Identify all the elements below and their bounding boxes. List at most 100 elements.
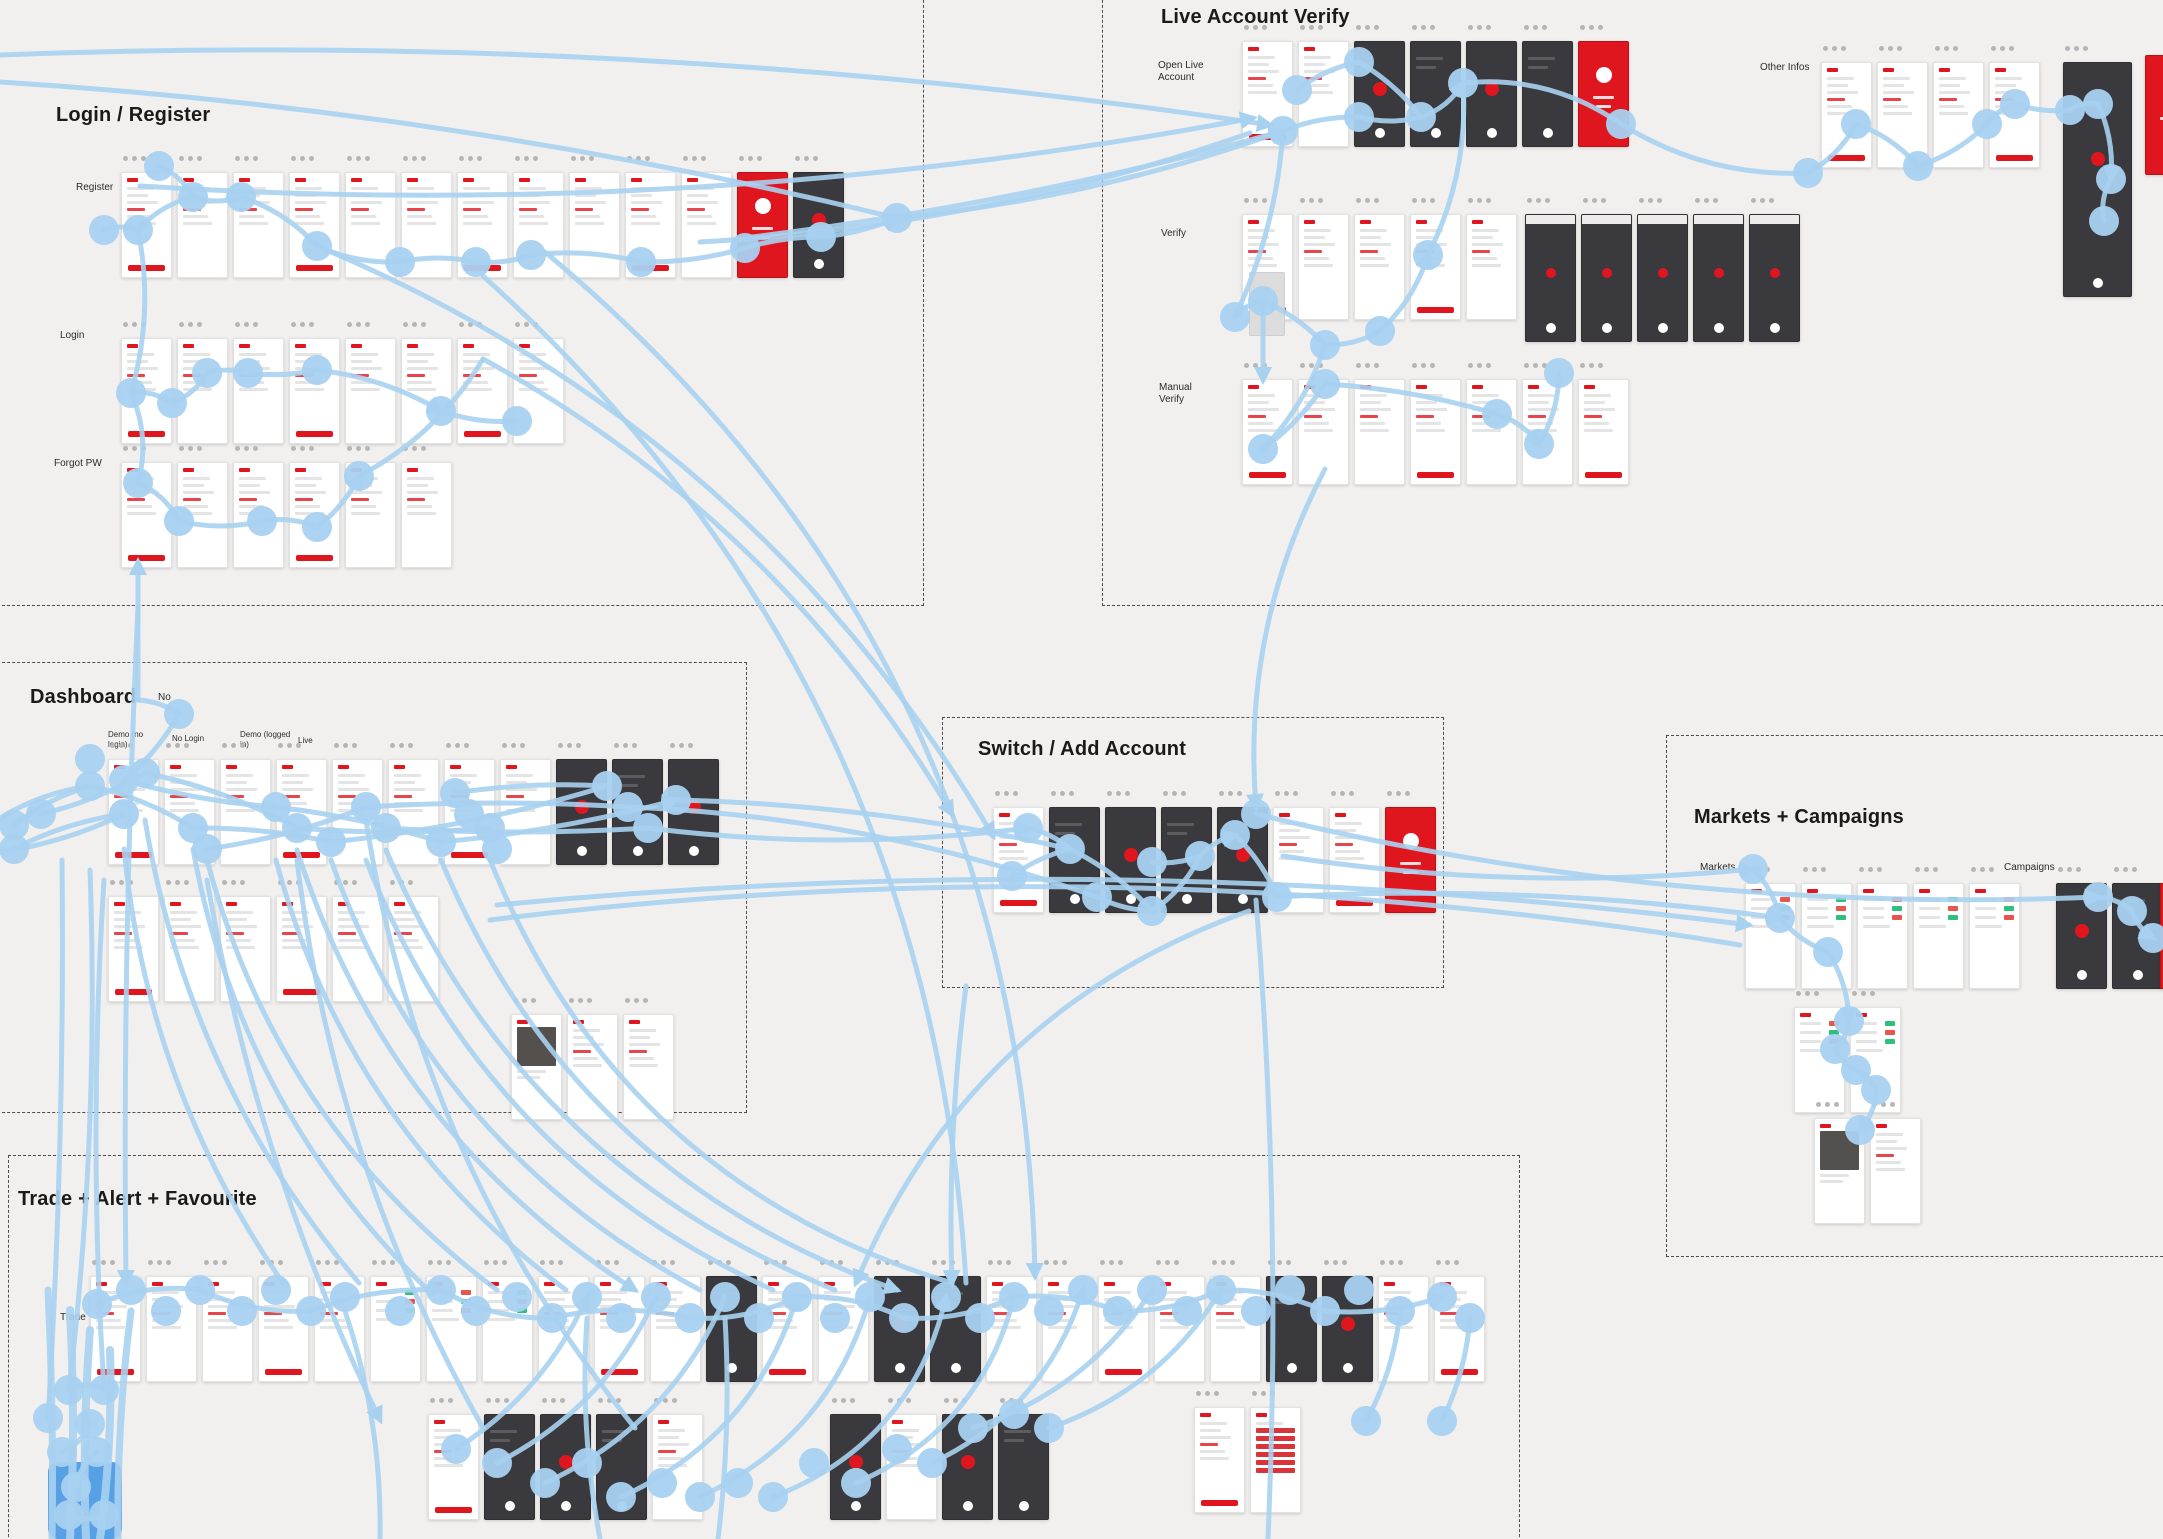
screen-thumbnail-other-infos-dark-0[interactable] [2063, 62, 2132, 297]
screen-thumbnail-open-live-row-2[interactable] [1354, 41, 1405, 147]
screen-thumbnail-dashboard-row-1-1[interactable] [164, 759, 215, 865]
screen-thumbnail-register-row-6[interactable] [457, 172, 508, 278]
screen-thumbnail-trade-row-1-9[interactable] [594, 1276, 645, 1382]
screen-thumbnail-register-row-2[interactable] [233, 172, 284, 278]
screen-thumbnail-dashboard-row-1-3[interactable] [276, 759, 327, 865]
screen-thumbnail-verify-light-row-4[interactable] [1466, 214, 1517, 320]
screen-thumbnail-dashboard-row-2-5[interactable] [388, 896, 439, 1002]
screen-thumbnail-markets-col-2-0[interactable] [1794, 1007, 1845, 1113]
screen-thumbnail-forgot-row-5[interactable] [401, 462, 452, 568]
screen-thumbnail-trade-row-2b-2[interactable] [942, 1414, 993, 1520]
screen-thumbnail-verify-dark-row-1[interactable] [1581, 214, 1632, 342]
screen-thumbnail-manual-verify-row-5[interactable] [1522, 379, 1573, 485]
screen-thumbnail-dashboard-row-1-9[interactable] [612, 759, 663, 865]
screen-thumbnail-trade-row-1-18[interactable] [1098, 1276, 1149, 1382]
screen-thumbnail-markets-col-3-1[interactable] [1870, 1118, 1921, 1224]
screen-thumbnail-register-row-12[interactable] [793, 172, 844, 278]
screen-thumbnail-open-live-row-5[interactable] [1522, 41, 1573, 147]
screen-thumbnail-trade-row-1-12[interactable] [762, 1276, 813, 1382]
screen-thumbnail-dashboard-row-1-4[interactable] [332, 759, 383, 865]
screen-thumbnail-open-live-row-3[interactable] [1410, 41, 1461, 147]
screen-thumbnail-trade-row-2a-2[interactable] [540, 1414, 591, 1520]
screen-thumbnail-trade-row-1-5[interactable] [370, 1276, 421, 1382]
screen-thumbnail-open-live-row-0[interactable] [1242, 41, 1293, 147]
screen-thumbnail-verify-light-row-1[interactable] [1298, 214, 1349, 320]
screen-thumbnail-manual-verify-row-6[interactable] [1578, 379, 1629, 485]
screen-thumbnail-trade-row-1-24[interactable] [1434, 1276, 1485, 1382]
screen-thumbnail-other-infos-row-0[interactable] [1821, 62, 1872, 168]
screen-thumbnail-register-row-0[interactable] [121, 172, 172, 278]
screen-thumbnail-switch-row-4[interactable] [1217, 807, 1268, 913]
frame-label-live-account-verify-3[interactable]: Manual Verify [1159, 382, 1192, 405]
screen-thumbnail-forgot-row-1[interactable] [177, 462, 228, 568]
screen-thumbnail-manual-verify-row-0[interactable] [1242, 379, 1293, 485]
screen-thumbnail-trade-row-1-1[interactable] [146, 1276, 197, 1382]
screen-thumbnail-markets-row-4[interactable] [1969, 883, 2020, 989]
screen-thumbnail-open-live-row-6[interactable] [1578, 41, 1629, 147]
screen-thumbnail-forgot-row-0[interactable] [121, 462, 172, 568]
screen-thumbnail-dashboard-row-1-6[interactable] [444, 759, 495, 865]
screen-thumbnail-switch-row-6[interactable] [1329, 807, 1380, 913]
screen-thumbnail-dashboard-row-2-0[interactable] [108, 896, 159, 1002]
section-title-live-account-verify[interactable]: Live Account Verify [1161, 6, 1350, 28]
screen-thumbnail-manual-verify-row-2[interactable] [1354, 379, 1405, 485]
screen-thumbnail-markets-row-2[interactable] [1857, 883, 1908, 989]
screen-thumbnail-dashboard-row-1-8[interactable] [556, 759, 607, 865]
screen-thumbnail-trade-row-2b-3[interactable] [998, 1414, 1049, 1520]
screen-thumbnail-campaigns-row-0[interactable] [2056, 883, 2107, 989]
section-title-dashboard[interactable]: Dashboard [30, 686, 137, 708]
screen-thumbnail-switch-row-7[interactable] [1385, 807, 1436, 913]
screen-thumbnail-register-row-3[interactable] [289, 172, 340, 278]
screen-thumbnail-markets-col-3-0[interactable] [1814, 1118, 1865, 1224]
screen-thumbnail-markets-row-3[interactable] [1913, 883, 1964, 989]
screen-thumbnail-verify-dark-row-0[interactable] [1525, 214, 1576, 342]
screen-thumbnail-trade-row-1-6[interactable] [426, 1276, 477, 1382]
screen-thumbnail-trade-row-1-16[interactable] [986, 1276, 1037, 1382]
screen-thumbnail-markets-row-0[interactable] [1745, 883, 1796, 989]
screen-thumbnail-register-row-4[interactable] [345, 172, 396, 278]
screen-thumbnail-forgot-row-2[interactable] [233, 462, 284, 568]
screen-thumbnail-verify-gray-0[interactable] [1249, 272, 1285, 336]
screen-thumbnail-verify-dark-row-4[interactable] [1749, 214, 1800, 342]
screen-thumbnail-login-row-5[interactable] [401, 338, 452, 444]
screen-thumbnail-dashboard-row-1-7[interactable] [500, 759, 551, 865]
screen-thumbnail-trade-row-1-4[interactable] [314, 1276, 365, 1382]
screen-thumbnail-dashboard-row-1-2[interactable] [220, 759, 271, 865]
screen-thumbnail-trade-row-1-20[interactable] [1210, 1276, 1261, 1382]
screen-thumbnail-trade-row-2a-3[interactable] [596, 1414, 647, 1520]
screen-thumbnail-switch-row-0[interactable] [993, 807, 1044, 913]
screen-thumbnail-dashboard-row-1-5[interactable] [388, 759, 439, 865]
screen-thumbnail-dashboard-row-1-0[interactable] [108, 759, 159, 865]
screen-thumbnail-trade-row-1-21[interactable] [1266, 1276, 1317, 1382]
screen-thumbnail-verify-dark-row-2[interactable] [1637, 214, 1688, 342]
screen-thumbnail-login-row-7[interactable] [513, 338, 564, 444]
screen-thumbnail-switch-row-5[interactable] [1273, 807, 1324, 913]
screen-thumbnail-dashboard-row-2-2[interactable] [220, 896, 271, 1002]
screen-thumbnail-other-infos-row-3[interactable] [1989, 62, 2040, 168]
screen-thumbnail-switch-row-1[interactable] [1049, 807, 1100, 913]
screen-thumbnail-trade-row-1-14[interactable] [874, 1276, 925, 1382]
screen-thumbnail-other-infos-row-2[interactable] [1933, 62, 1984, 168]
screen-thumbnail-dashboard-row-3-2[interactable] [623, 1014, 674, 1120]
screen-thumbnail-open-live-row-1[interactable] [1298, 41, 1349, 147]
screen-thumbnail-trade-row-2b-0[interactable] [830, 1414, 881, 1520]
screen-thumbnail-dashboard-row-3-1[interactable] [567, 1014, 618, 1120]
frame-label-login-register-2[interactable]: Forgot PW [54, 458, 102, 469]
screen-thumbnail-trade-row-1-11[interactable] [706, 1276, 757, 1382]
screen-thumbnail-register-row-10[interactable] [681, 172, 732, 278]
screen-thumbnail-trade-row-2c-0[interactable] [1194, 1407, 1245, 1513]
screen-thumbnail-other-infos-red-0[interactable] [2145, 55, 2163, 175]
screen-thumbnail-trade-row-1-0[interactable] [90, 1276, 141, 1382]
screen-thumbnail-trade-row-1-3[interactable] [258, 1276, 309, 1382]
screen-thumbnail-register-row-1[interactable] [177, 172, 228, 278]
screen-thumbnail-trade-row-2a-4[interactable] [652, 1414, 703, 1520]
screen-thumbnail-dashboard-row-2-3[interactable] [276, 896, 327, 1002]
screen-thumbnail-login-row-2[interactable] [233, 338, 284, 444]
screen-thumbnail-register-row-8[interactable] [569, 172, 620, 278]
screen-thumbnail-manual-verify-row-4[interactable] [1466, 379, 1517, 485]
screen-thumbnail-dashboard-row-2-4[interactable] [332, 896, 383, 1002]
screen-thumbnail-trade-row-1-13[interactable] [818, 1276, 869, 1382]
screen-thumbnail-trade-row-1-19[interactable] [1154, 1276, 1205, 1382]
screen-thumbnail-open-live-row-4[interactable] [1466, 41, 1517, 147]
screen-thumbnail-markets-col-2-1[interactable] [1850, 1007, 1901, 1113]
